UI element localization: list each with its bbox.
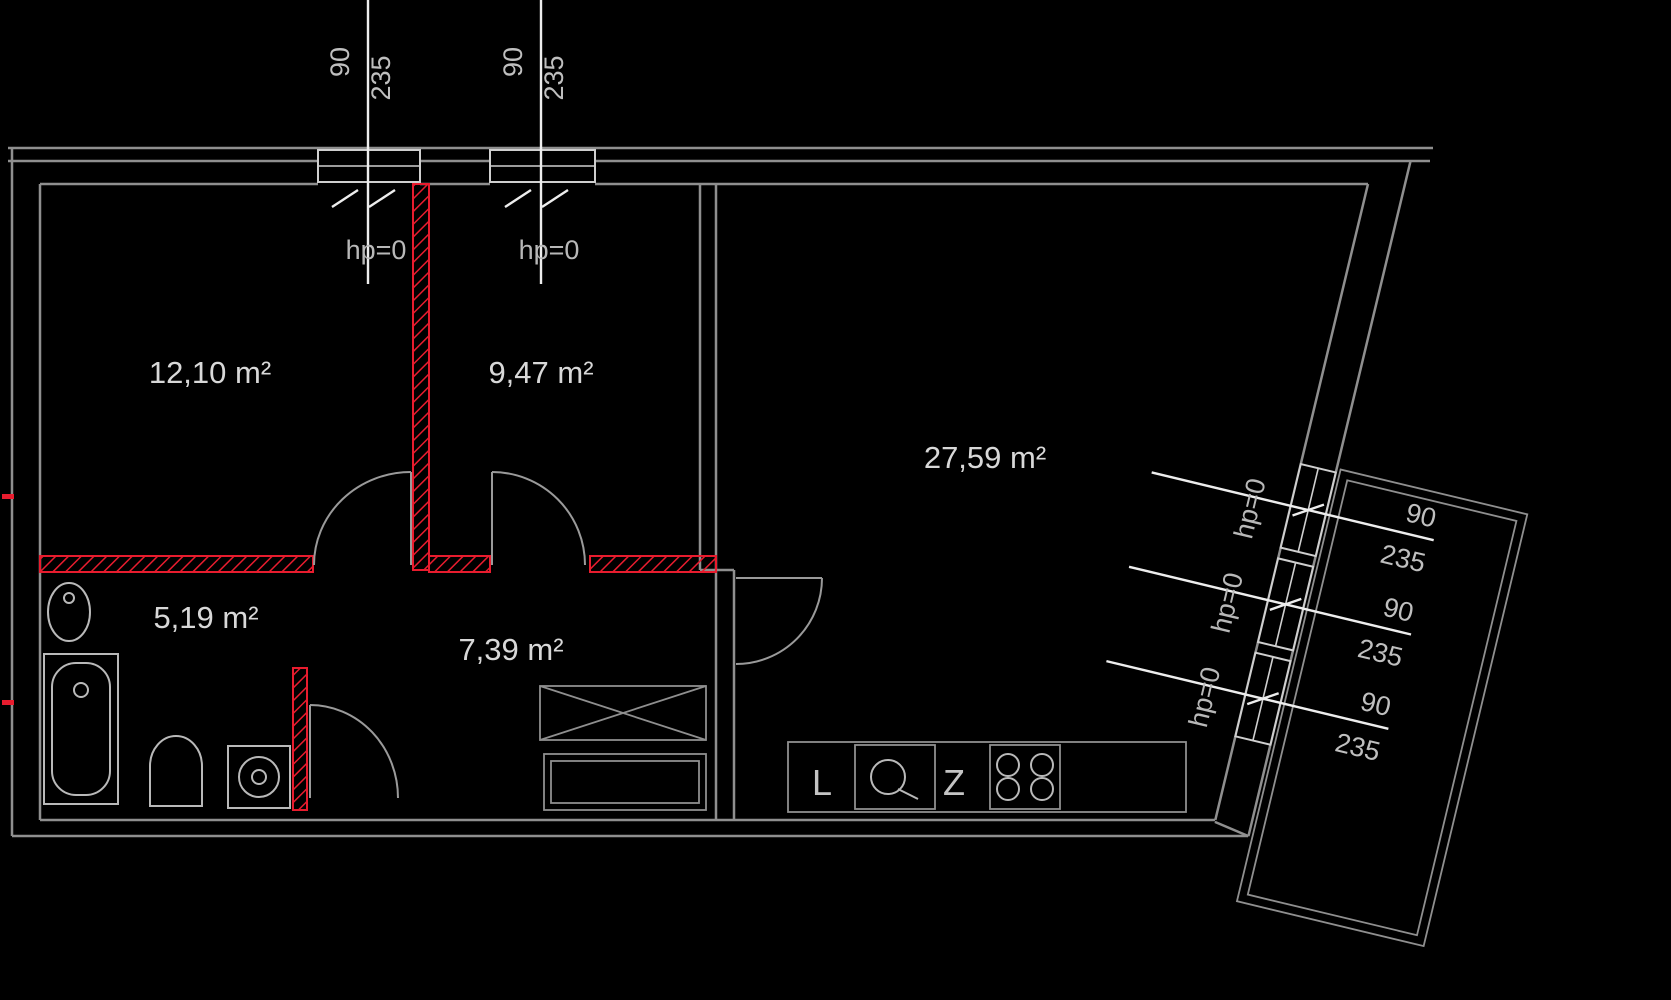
appliance-z-label: Z	[943, 762, 965, 803]
window-tick	[1292, 503, 1325, 517]
window-right-1: 90 235 hp=0	[1151, 462, 1439, 579]
shaft	[539, 685, 707, 811]
window-width-label: 90	[1403, 497, 1439, 533]
room-labels: 12,10 m² 9,47 m² 27,59 m² 5,19 m² 7,39 m…	[149, 355, 1046, 667]
window-tick	[368, 188, 396, 209]
kitchen-sink-box	[854, 744, 936, 810]
door-arc-bedroom1	[313, 471, 412, 566]
room-label-bedroom2: 9,47 m²	[488, 355, 593, 390]
window-right-2: 90 235 hp=0	[1128, 557, 1417, 673]
window-hp-label: hp=0	[1183, 664, 1226, 730]
bathtub-outer	[43, 653, 119, 805]
stove-burner	[1030, 753, 1054, 777]
window-tick	[504, 188, 532, 209]
red-wall-bathroom-top	[39, 555, 314, 573]
stove-burner	[996, 777, 1020, 801]
room-label-bathroom: 5,19 m²	[153, 600, 258, 635]
window-center-line	[1106, 659, 1389, 730]
room-label-hall: 7,39 m²	[458, 632, 563, 667]
window-tick	[541, 188, 569, 209]
bathroom-fixtures	[43, 582, 291, 809]
window-center-line	[1128, 565, 1412, 636]
window-width-label: 90	[325, 47, 355, 77]
red-wall-hall-top	[589, 555, 717, 573]
cabinet-outer	[543, 753, 707, 811]
window-height-label: 235	[1332, 727, 1383, 767]
room-label-bedroom1: 12,10 m²	[149, 355, 271, 390]
red-marker	[2, 494, 14, 499]
kitchen-sink-bowl	[870, 759, 906, 795]
exterior-walls	[8, 146, 1433, 838]
doors	[309, 471, 823, 799]
shaft-diagonal	[539, 685, 707, 741]
window-height-label: 235	[366, 55, 396, 100]
balcony-inner	[1246, 479, 1518, 937]
appliance-l-label: L	[812, 762, 832, 803]
counter-outline	[787, 741, 1187, 813]
window-width-label: 90	[1358, 686, 1394, 722]
washbasin-tap	[63, 592, 75, 604]
window-tick	[1246, 692, 1280, 706]
window-hp-label: hp=0	[519, 235, 580, 265]
stove-box	[989, 744, 1061, 810]
stove-burner	[1030, 777, 1054, 801]
red-wall-vertical	[412, 183, 430, 571]
washbasin	[47, 582, 91, 642]
cabinet-inner	[550, 760, 700, 804]
window-tick	[331, 188, 359, 209]
window-tick	[1269, 597, 1302, 611]
bathtub-drain	[73, 682, 89, 698]
door-arc-living	[735, 577, 823, 665]
washing-machine	[227, 745, 291, 809]
shaft-box	[539, 685, 707, 741]
washing-machine-hub	[251, 769, 267, 785]
window-hp-label: hp=0	[1228, 475, 1271, 541]
kitchen-sink-tap	[897, 788, 919, 800]
kitchen-counter: L Z	[787, 741, 1187, 813]
washing-machine-drum	[238, 756, 280, 798]
window-top-1: 90 235 hp=0	[317, 0, 421, 284]
right-wall-and-balcony: 90 235 hp=0 90 235 hp=0 90 235 hp=0	[1106, 160, 1529, 948]
red-wall-stub	[428, 555, 491, 573]
window-height-label: 235	[1355, 633, 1406, 673]
balcony-outer	[1235, 468, 1529, 948]
interior-walls	[698, 184, 736, 820]
stove-burner	[996, 753, 1020, 777]
bathtub-inner	[51, 662, 111, 796]
red-marker	[2, 700, 14, 705]
window-hp-label: hp=0	[346, 235, 407, 265]
red-wall-bathroom-side	[292, 667, 308, 811]
window-width-label: 90	[1380, 592, 1416, 628]
window-height-label: 235	[1378, 539, 1429, 579]
toilet	[149, 735, 203, 807]
door-arc-bathroom	[309, 704, 399, 799]
window-center-line	[1151, 471, 1434, 542]
load-bearing-walls	[2, 183, 717, 811]
room-label-living: 27,59 m²	[924, 440, 1046, 475]
door-arc-bedroom2	[491, 471, 586, 566]
window-hp-label: hp=0	[1206, 570, 1249, 636]
window-width-label: 90	[498, 47, 528, 77]
right-wall-cap	[1214, 820, 1249, 838]
window-height-label: 235	[539, 55, 569, 100]
window-right-3: 90 235 hp=0	[1106, 651, 1394, 767]
window-top-2: 90 235 hp=0	[489, 0, 596, 284]
